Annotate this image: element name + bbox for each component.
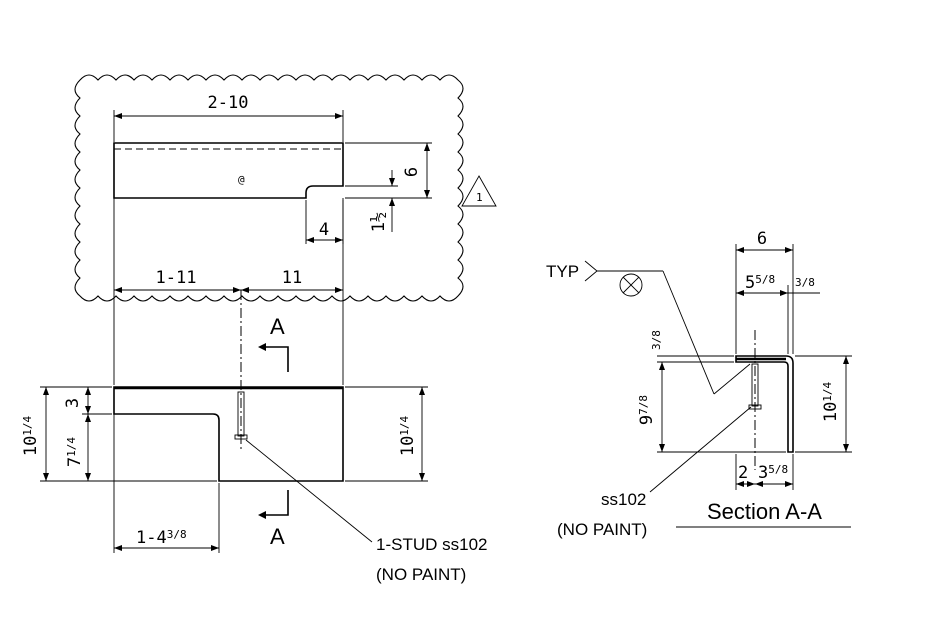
right-total-label: 101/4 [398,415,418,456]
bottom-left-label: 1-43/8 [136,528,187,548]
stud-head [234,434,248,440]
top-thickness-label: 3/8 [650,330,663,350]
side-thickness-label: 3/8 [795,276,815,289]
vertical-label: 97/8 [637,395,657,425]
section-stud-label-line1: ss102 [601,490,646,509]
leg-label: 55/8 [745,273,775,293]
section-marker-bottom: A [270,524,285,549]
section-arrow-top [260,346,289,372]
plate-outline [113,142,344,199]
left-segment-label: 1-11 [156,268,197,288]
notch-width-label: 4 [319,220,329,240]
elevation-view: 1-11 11 A A 3 71/4 101/4 101/4 [21,198,487,584]
weld-symbol: @ [238,173,245,186]
section-stud-leader [649,406,752,493]
stud-weld-symbol-icon [619,273,643,297]
section-stud-label-line2: (NO PAINT) [557,520,647,539]
section-arrow-bottom [260,490,289,516]
revision-cloud [74,74,464,302]
bottom-label: 35/8 [758,463,788,483]
stud [237,391,245,437]
elevation-outline [113,386,344,482]
weld-leader [662,270,715,395]
height-label: 6 [402,167,422,177]
height-label-section: 101/4 [821,381,841,422]
stud-offset-label: 2 [738,463,748,483]
section-marker-top: A [270,314,285,339]
overall-length-label: 2-10 [208,93,249,113]
notch-height-label: 1½ [369,212,389,232]
weld-note: TYP [546,262,579,281]
section-title: Section A-A [707,499,822,524]
stud-note-line1: 1-STUD ss102 [376,535,487,554]
angle-section [735,355,794,453]
top-width-label: 6 [757,229,767,249]
plan-view: 2-10 @ 6 1½ 4 1 [74,74,497,302]
right-segment-label: 11 [282,268,302,288]
stud-note-line2: (NO PAINT) [376,565,466,584]
flange-label: 3 [63,398,83,408]
left-total-label: 101/4 [21,415,41,456]
revision-triangle-icon [461,175,497,207]
weld-tail [584,260,598,282]
revision-number: 1 [476,191,483,204]
stud-leader [245,439,373,543]
lower-left-label: 71/4 [65,437,85,467]
section-view: TYP 6 55/8 3/8 3/8 97/8 [546,229,852,539]
